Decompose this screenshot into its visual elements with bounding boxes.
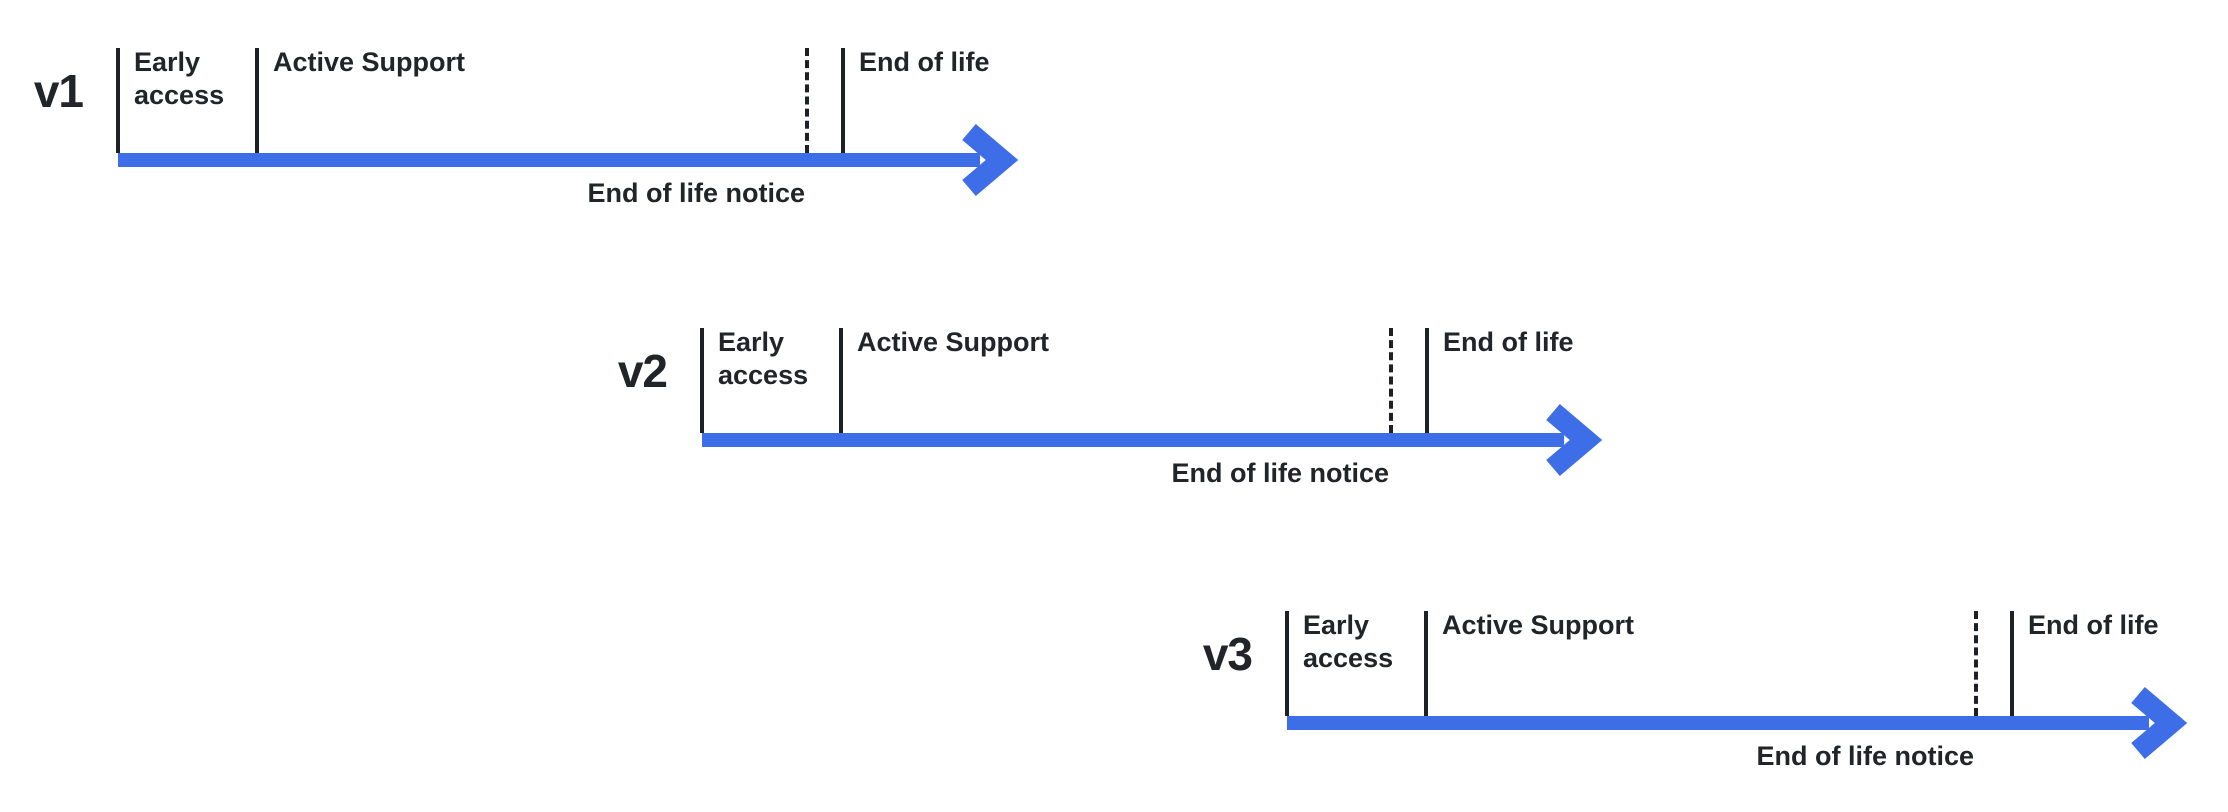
eol-notice-dashed-line: [805, 48, 809, 153]
active-support-label: Active Support: [1442, 610, 1635, 640]
timeline-v2: v2 Early access Active Support End of li…: [618, 327, 1642, 568]
end-of-life-tick: [2010, 611, 2014, 716]
eol-notice-dashed-line: [1389, 328, 1393, 433]
early-access-label: Early access: [1303, 610, 1394, 673]
eol-notice-label: End of life notice: [1756, 741, 1974, 771]
eol-notice-label: End of life notice: [587, 178, 805, 208]
active-support-label: Active Support: [273, 47, 466, 77]
end-of-life-label: End of life: [2028, 610, 2159, 640]
early-access-label: Early access: [718, 327, 809, 390]
version-label: v3: [1202, 628, 1253, 680]
eol-notice-label: End of life notice: [1171, 458, 1389, 488]
timeline-v3: v3 Early access Active Support End of li…: [1203, 610, 2227, 812]
early-access-label: Early access: [134, 47, 225, 110]
early-access-start-tick: [116, 48, 120, 153]
early-access-start-tick: [700, 328, 704, 433]
timeline-arrow: [1287, 686, 2188, 760]
timeline-v1: v1 Early access Active Support End of li…: [34, 47, 1058, 288]
timeline-arrow: [702, 403, 1603, 477]
active-support-start-tick: [839, 328, 843, 433]
arrowhead-icon: [962, 123, 1019, 197]
end-of-life-label: End of life: [1443, 327, 1574, 357]
end-of-life-tick: [1425, 328, 1429, 433]
active-support-start-tick: [1424, 611, 1428, 716]
end-of-life-tick: [841, 48, 845, 153]
early-access-start-tick: [1285, 611, 1289, 716]
active-support-start-tick: [255, 48, 259, 153]
version-label: v2: [617, 345, 668, 397]
eol-notice-dashed-line: [1974, 611, 1978, 716]
active-support-label: Active Support: [857, 327, 1050, 357]
timeline-arrow: [118, 123, 1019, 197]
arrowhead-icon: [2131, 686, 2188, 760]
end-of-life-label: End of life: [859, 47, 990, 77]
arrowhead-icon: [1546, 403, 1603, 477]
version-label: v1: [33, 65, 84, 117]
